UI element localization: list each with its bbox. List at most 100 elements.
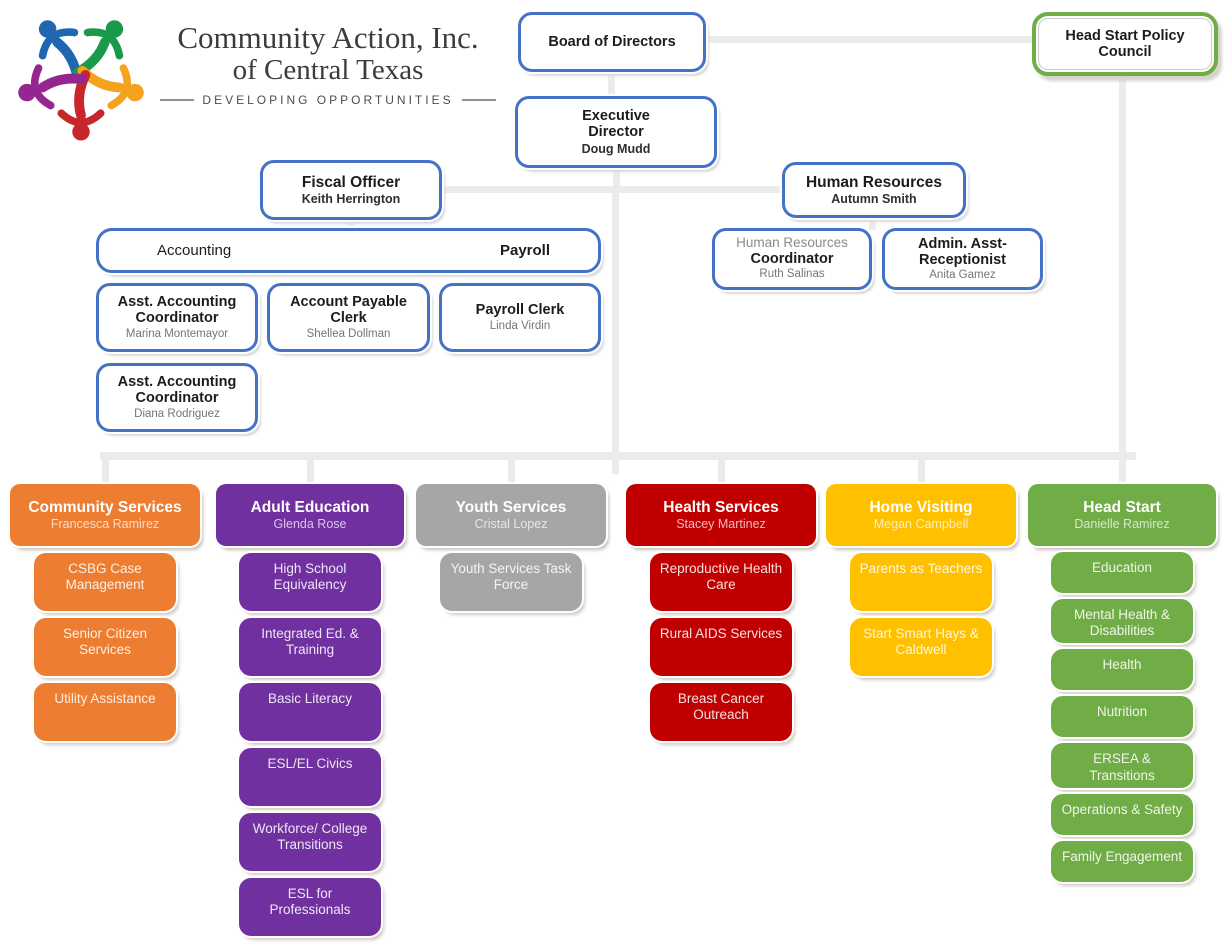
dept-child-item: Education — [1051, 552, 1193, 593]
dept-title: Home Visiting — [869, 498, 973, 516]
dept-child-item: Basic Literacy — [239, 683, 381, 741]
node-title: Fiscal Officer — [301, 173, 401, 191]
node-person-name: Diana Rodriguez — [134, 407, 220, 420]
node-title: Human Resources — [805, 173, 943, 191]
connector-center-drop — [612, 186, 619, 474]
connector-stub-community-services — [101, 452, 109, 486]
dept-title: Youth Services — [455, 498, 567, 516]
dept-title: Community Services — [28, 498, 182, 516]
logo-title-line2: of Central Texas — [232, 53, 424, 86]
dept-child-item: Senior Citizen Services — [34, 618, 176, 676]
node-title: Board of Directors — [548, 33, 676, 50]
dept-child-item: Youth Services Task Force — [440, 553, 582, 611]
node-title-light: Human Resources — [736, 235, 848, 251]
dept-child-item: Integrated Ed. & Training — [239, 618, 381, 676]
organization-logo: Community Action, Inc. of Central Texas … — [4, 4, 504, 149]
dept-manager-name: Danielle Ramirez — [1074, 516, 1170, 531]
logo-title-line1: Community Action, Inc. — [177, 20, 479, 55]
org-node-fiscal-officer: Fiscal Officer Keith Herrington — [260, 160, 442, 220]
person-figure-icon — [18, 64, 88, 110]
dept-manager-name: Glenda Rose — [273, 516, 347, 531]
node-title: Admin. Asst-Receptionist — [907, 236, 1019, 268]
tagline-rule-left — [160, 99, 195, 102]
connector-board-executive — [608, 70, 615, 98]
dept-child-item: Nutrition — [1051, 696, 1193, 738]
dept-child-item: Breast Cancer Outreach — [650, 683, 792, 741]
dept-child-item: Workforce/ College Transitions — [239, 813, 381, 871]
node-title: Payroll Clerk — [475, 302, 565, 319]
connector-fiscal-stub — [348, 216, 355, 230]
node-title: Account Payable Clerk — [290, 294, 408, 326]
node-title: Asst. Accounting Coordinator — [117, 374, 237, 407]
node-person-name: Anita Gamez — [929, 269, 996, 282]
dept-child-item: ESL for Professionals — [239, 878, 381, 936]
org-node-admin-asst-receptionist: Admin. Asst-Receptionist Anita Gamez — [882, 228, 1043, 290]
connector-stub-head-start — [1118, 452, 1126, 486]
logo-text: Community Action, Inc. of Central Texas … — [152, 20, 504, 108]
connector-board-policycouncil — [704, 36, 1034, 43]
dept-title: Health Services — [663, 498, 779, 516]
dept-child-item: Mental Health & Disabilities — [1051, 599, 1193, 644]
dept-title: Adult Education — [250, 498, 370, 516]
org-node-executive-director: Executive Director Doug Mudd — [515, 96, 717, 168]
people-circle-logo-icon — [18, 20, 144, 141]
connector-policycouncil-drop — [1119, 74, 1126, 454]
dept-child-item: High School Equivalency — [239, 553, 381, 611]
payroll-label: Payroll — [499, 242, 550, 259]
dept-manager-name: Francesca Ramirez — [50, 516, 160, 531]
dept-child-item: Family Engagement — [1051, 840, 1193, 882]
connector-executive-down — [613, 166, 620, 190]
org-node-accounting-payroll: Accounting Payroll — [96, 228, 601, 273]
connector-department-spine — [100, 452, 1136, 460]
accounting-label: Accounting — [157, 242, 232, 259]
node-title-text: Executive Director — [582, 108, 650, 141]
node-title: Asst. Accounting Coordinator — [117, 294, 237, 327]
org-node-human-resources: Human Resources Autumn Smith — [782, 162, 966, 218]
dept-child-item: CSBG Case Management — [34, 553, 176, 611]
org-node-human-resources-coordinator: Human Resources Coordinator Ruth Salinas — [712, 228, 872, 290]
org-node-asst-accounting-coordinator-1: Asst. Accounting Coordinator Marina Mont… — [96, 283, 258, 352]
node-title: Head Start Policy Council — [1062, 28, 1188, 60]
node-title: Executive Director — [564, 108, 668, 140]
node-title-text: Admin. Asst-Receptionist — [918, 235, 1007, 268]
dept-manager-name: Cristal Lopez — [474, 516, 548, 531]
dept-child-item: Operations & Safety — [1051, 793, 1193, 835]
node-person-name: Autumn Smith — [831, 191, 917, 206]
node-title-text: Head Start Policy Council — [1065, 27, 1185, 60]
connector-stub-health-services — [717, 452, 725, 486]
dept-child-item: Utility Assistance — [34, 683, 176, 741]
node-person-name: Shellea Dollman — [306, 327, 391, 340]
dept-child-item: Rural AIDS Services — [650, 618, 792, 676]
logo-tagline: DEVELOPING OPPORTUNITIES — [202, 93, 454, 108]
org-node-account-payable-clerk: Account Payable Clerk Shellea Dollman — [267, 283, 430, 352]
node-person-name: Marina Montemayor — [125, 327, 229, 340]
node-person-name: Ruth Salinas — [759, 268, 825, 281]
dept-child-item: ERSEA & Transitions — [1051, 743, 1193, 788]
dept-child-item: Start Smart Hays & Caldwell — [850, 618, 992, 676]
node-person-name: Keith Herrington — [301, 191, 401, 206]
org-node-payroll-clerk: Payroll Clerk Linda Virdin — [439, 283, 601, 352]
connector-stub-youth-services — [507, 452, 515, 486]
node-person-name: Linda Virdin — [489, 319, 551, 332]
dept-child-item: Health — [1051, 649, 1193, 691]
dept-title: Head Start — [1083, 498, 1161, 516]
dept-child-item: Parents as Teachers — [850, 553, 992, 611]
dept-manager-name: Stacey Martinez — [676, 516, 766, 531]
node-title-text: Account Payable Clerk — [290, 294, 407, 327]
dept-manager-name: Megan Campbell — [873, 516, 969, 531]
connector-hr-stub — [869, 212, 876, 230]
connector-stub-adult-education — [306, 452, 314, 486]
org-node-head-start-policy-council: Head Start Policy Council — [1032, 12, 1218, 76]
